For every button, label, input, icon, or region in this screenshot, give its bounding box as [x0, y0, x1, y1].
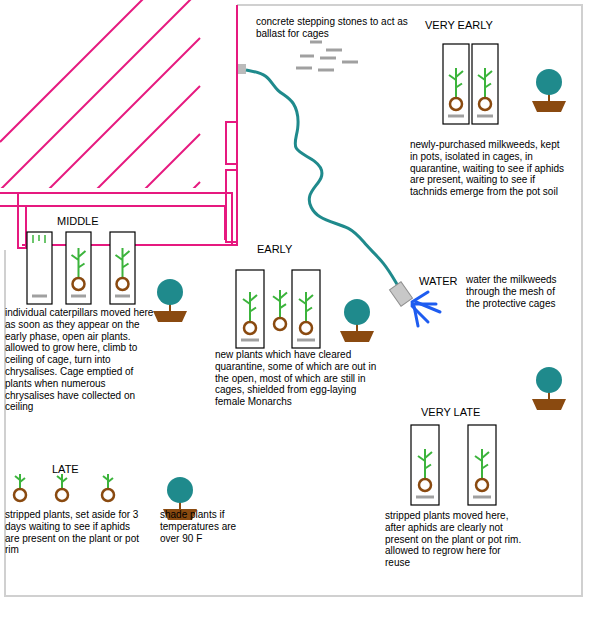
note-text: newly-purchased milkweeds, kept in pots,… — [410, 139, 570, 198]
shade-plant — [340, 299, 374, 342]
plant-pot — [450, 98, 462, 110]
garden-hose — [238, 64, 398, 286]
milkweed-plant — [299, 292, 313, 334]
milkweed-plant — [478, 68, 492, 110]
section-heading: VERY LATE — [421, 406, 501, 419]
plant-pot — [73, 278, 85, 290]
protective-cage — [472, 44, 498, 124]
plant-pot — [419, 479, 431, 491]
note-text: new plants which have cleared quarantine… — [215, 349, 380, 408]
hose-nozzle — [390, 282, 413, 306]
plant-pot — [274, 318, 286, 330]
plant-pot — [476, 479, 488, 491]
milkweed-plant — [72, 248, 86, 290]
note-text: shade plants if temperatures are over 90… — [160, 509, 250, 544]
section-heading: WATER — [419, 275, 469, 288]
section-heading: MIDDLE — [57, 215, 117, 228]
section-heading: LATE — [52, 463, 92, 476]
protective-cage — [236, 270, 264, 348]
note-text: concrete stepping stones to act as balla… — [256, 16, 426, 40]
protective-cage — [411, 425, 439, 505]
shade-plant — [532, 69, 566, 112]
note-text: water the milkweeds through the mesh of … — [466, 274, 566, 309]
protective-cage — [292, 270, 320, 348]
protective-cage — [468, 425, 496, 505]
plant-pot — [117, 278, 129, 290]
milkweed-plant — [449, 68, 463, 110]
plant-pot — [479, 98, 491, 110]
protective-cage — [443, 44, 469, 124]
plant-pot — [244, 322, 256, 334]
plant-pot — [300, 322, 312, 334]
shade-plant — [153, 279, 187, 322]
note-text: stripped plants moved here, after aphids… — [385, 510, 525, 569]
note-text: individual caterpillars moved here as so… — [5, 307, 155, 413]
section-heading: VERY EARLY — [425, 19, 515, 32]
house-hatching — [0, 0, 200, 188]
shade-plant — [532, 367, 566, 410]
milkweed-plant — [418, 449, 432, 491]
water-spray — [412, 292, 440, 326]
protective-cage — [110, 232, 135, 304]
stepping-stones — [296, 42, 358, 70]
open-plant — [273, 290, 287, 330]
protective-cage — [27, 232, 52, 304]
note-text: stripped plants, set aside for 3 days wa… — [5, 509, 145, 556]
milkweed-plant — [475, 449, 489, 491]
milkweed-plant — [243, 292, 257, 334]
milkweed-plant — [273, 290, 287, 330]
house-outline — [0, 5, 237, 248]
stripped-plants — [14, 474, 114, 501]
milkweed-plant — [116, 248, 130, 290]
protective-cage — [66, 232, 91, 304]
section-heading: EARLY — [257, 243, 317, 256]
page-frame — [5, 5, 582, 596]
